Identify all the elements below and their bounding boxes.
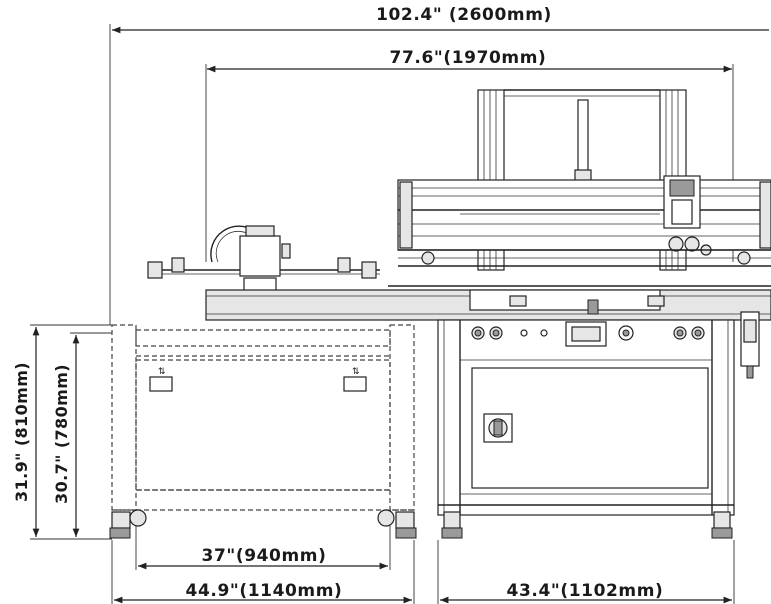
machine-base-width-label: 43.4"(1102mm) [507,581,664,601]
main-cabinet [437,311,760,539]
table-inner-width-label: 37"(940mm) [202,546,327,566]
printing-width-label: 77.6"(1970mm) [390,48,547,68]
svg-text:⇅: ⇅ [158,367,166,377]
overall-height-label: 31.9" (810mm) [12,362,31,502]
print-beam [397,175,771,267]
table-rail [205,285,771,321]
table-height-label: 30.7" (780mm) [52,364,71,504]
dimension-lines [30,24,769,604]
screen-clamp-assembly [147,225,380,295]
feed-table: ⇅ ⇅ [109,324,417,539]
overall-width-label: 102.4" (2600mm) [376,5,552,25]
table-outer-width-label: 44.9"(1140mm) [186,581,343,601]
svg-text:⇅: ⇅ [352,367,360,377]
